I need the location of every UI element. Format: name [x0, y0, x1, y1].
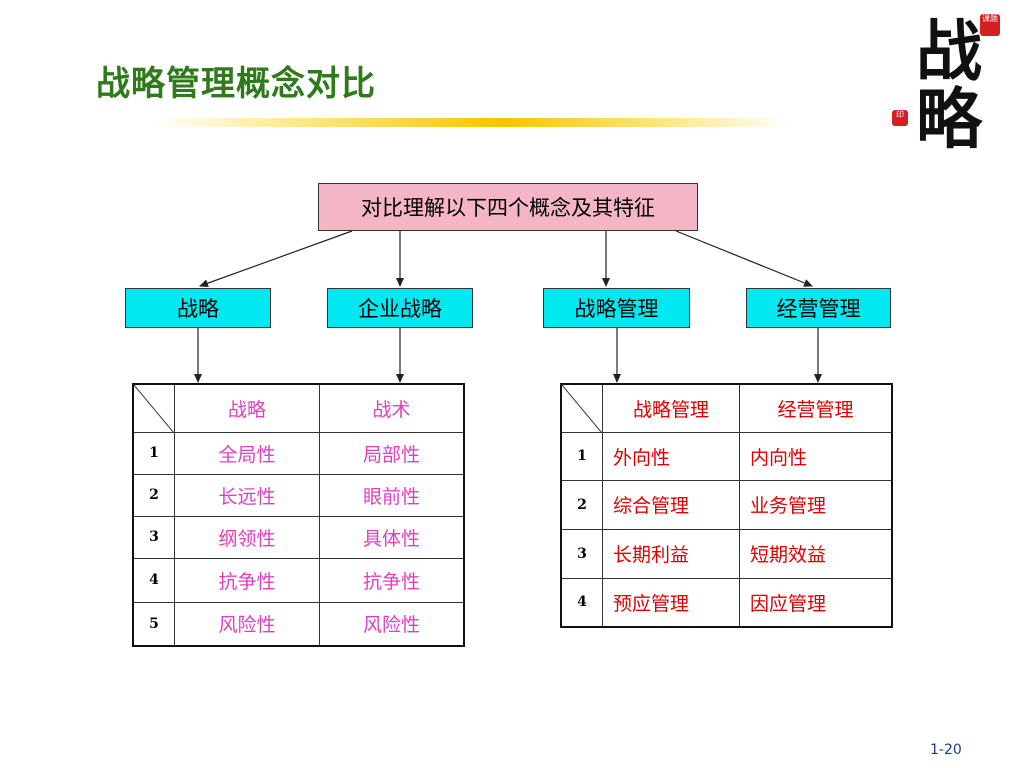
strategic-vs-operation-table: 战略管理 经营管理 1 外向性 内向性 2 综合管理 业务管理 3 长期利益 短… — [560, 383, 893, 628]
strategy-vs-tactics-table: 战略 战术 1 全局性 局部性 2 长远性 眼前性 3 纲领性 具体性 4 抗争… — [132, 383, 465, 647]
logo-char-bottom: 略 — [916, 80, 982, 158]
strategic-mgmt-trait: 外向性 — [602, 431, 740, 481]
strategy-trait: 风险性 — [174, 601, 320, 647]
tactics-trait: 抗争性 — [319, 557, 465, 603]
table-header-row: 战略 战术 — [132, 383, 465, 433]
tactics-trait: 局部性 — [319, 431, 465, 475]
table-row: 3 长期利益 短期效益 — [560, 528, 893, 579]
strategy-trait: 抗争性 — [174, 557, 320, 603]
table-row: 1 外向性 内向性 — [560, 431, 893, 481]
diagonal-line — [134, 385, 174, 433]
row-number: 2 — [132, 473, 175, 517]
row-number: 4 — [560, 577, 603, 628]
diagonal-header-cell — [132, 383, 175, 433]
strategic-mgmt-trait: 预应管理 — [602, 577, 740, 628]
row-number: 1 — [132, 431, 175, 475]
slide-title: 战略管理概念对比 — [96, 64, 376, 104]
row-number: 1 — [560, 431, 603, 481]
logo-seal-side: 印 — [892, 110, 908, 126]
tactics-trait: 眼前性 — [319, 473, 465, 517]
table-row: 4 预应管理 因应管理 — [560, 577, 893, 628]
header-operation-management: 经营管理 — [739, 383, 893, 433]
row-number: 2 — [560, 479, 603, 530]
strategic-mgmt-trait: 长期利益 — [602, 528, 740, 579]
tactics-trait: 具体性 — [319, 515, 465, 559]
node-strategy: 战略 — [125, 288, 271, 328]
strategy-trait: 纲领性 — [174, 515, 320, 559]
row-number: 5 — [132, 601, 175, 647]
page-number: 1-20 — [930, 742, 962, 758]
seal-side-text: 印 — [896, 110, 904, 119]
logo-char-top: 战 — [916, 12, 982, 90]
arrow-root-to-strategy — [199, 230, 353, 288]
logo-seal-top: 课题 — [980, 14, 1000, 36]
table-header-row: 战略管理 经营管理 — [560, 383, 893, 433]
strategic-mgmt-trait: 综合管理 — [602, 479, 740, 530]
diagonal-line — [562, 385, 602, 433]
operation-mgmt-trait: 业务管理 — [739, 479, 893, 530]
operation-mgmt-trait: 因应管理 — [739, 577, 893, 628]
seal-top-text: 课题 — [982, 14, 998, 23]
strategy-logo: 课题 战 印 略 — [880, 0, 1010, 160]
node-strategic-management: 战略管理 — [543, 288, 690, 328]
header-strategic-management: 战略管理 — [602, 383, 740, 433]
header-tactics: 战术 — [319, 383, 465, 433]
node-operation-management: 经营管理 — [746, 288, 891, 328]
row-number: 3 — [132, 515, 175, 559]
table-row: 2 长远性 眼前性 — [132, 473, 465, 517]
table-row: 4 抗争性 抗争性 — [132, 557, 465, 603]
node-enterprise-strategy: 企业战略 — [327, 288, 473, 328]
table-row: 5 风险性 风险性 — [132, 601, 465, 647]
strategy-trait: 全局性 — [174, 431, 320, 475]
table-row: 1 全局性 局部性 — [132, 431, 465, 475]
header-strategy: 战略 — [174, 383, 320, 433]
row-number: 4 — [132, 557, 175, 603]
tactics-trait: 风险性 — [319, 601, 465, 647]
title-underline-bar — [150, 118, 790, 127]
root-concept-box: 对比理解以下四个概念及其特征 — [318, 183, 698, 231]
operation-mgmt-trait: 短期效益 — [739, 528, 893, 579]
arrow-root-to-operation-management — [675, 230, 813, 287]
strategy-trait: 长远性 — [174, 473, 320, 517]
diagonal-header-cell — [560, 383, 603, 433]
row-number: 3 — [560, 528, 603, 579]
operation-mgmt-trait: 内向性 — [739, 431, 893, 481]
table-row: 2 综合管理 业务管理 — [560, 479, 893, 530]
table-row: 3 纲领性 具体性 — [132, 515, 465, 559]
